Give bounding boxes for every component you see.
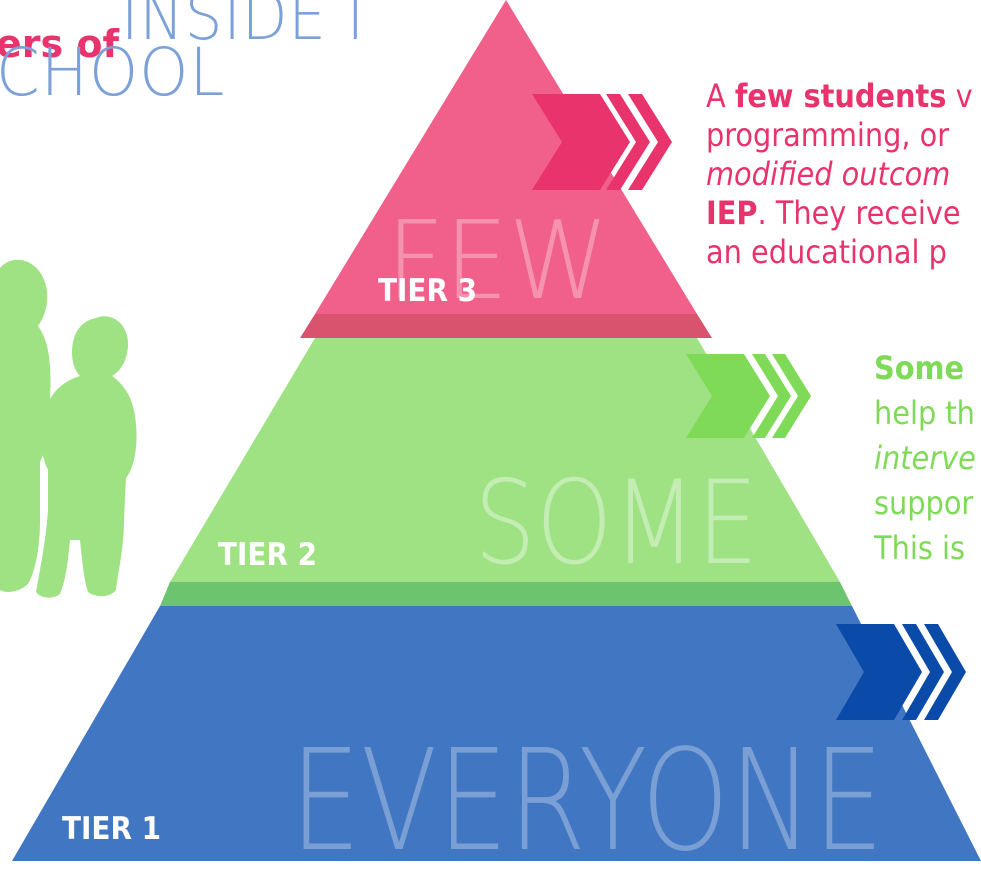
tier-1-word: EVERYONE [290, 720, 884, 883]
tier-3-desc-line-3: modified outcom [706, 155, 951, 193]
title-prefix: ers of [0, 22, 119, 66]
tier-2-desc-line-2: help th [874, 394, 975, 432]
children-silhouette-icon [0, 259, 137, 598]
tier-3-arrow-icon [532, 94, 672, 190]
tier-3-label: TIER 3 [378, 273, 478, 309]
title-line-2: CHOOL [0, 34, 226, 111]
tier-3-desc-line-5: an educational p [706, 233, 947, 271]
tier-3-description: A few students v programming, or modifie… [706, 80, 973, 275]
tier-3-segment [315, 0, 697, 314]
tier-2-arrow-icon [686, 354, 811, 438]
tier-3-desc-line-1: A few students v [706, 77, 973, 115]
tier-3-word: FEW [386, 199, 609, 324]
tier-2-segment [170, 338, 840, 582]
tier-1-segment [12, 606, 981, 861]
rti-pyramid-infographic: ers ofINSIDE I CHOOL [0, 0, 981, 861]
tier-2-description: Some help th interve suppor This is [874, 352, 976, 577]
tier-2-desc-line-4: suppor [874, 484, 974, 522]
tier-3-band [300, 314, 712, 338]
tier-1-label: TIER 1 [62, 811, 162, 847]
tier-2-word: SOME [474, 456, 759, 591]
tier-2-desc-line-5: This is [874, 529, 965, 567]
title-suffix: INSIDE I [121, 0, 366, 55]
tier-3-desc-line-2: programming, or [706, 116, 950, 154]
tier-2-desc-line-3: interve [874, 439, 976, 477]
tier-2-label: TIER 2 [218, 537, 318, 573]
pyramid [12, 0, 981, 861]
tier-3-desc-line-4: IEP. They receive [706, 194, 961, 232]
title-line-1: ers ofINSIDE I [0, 0, 392, 68]
tier-2-desc-line-1: Some [874, 349, 965, 387]
tier-1-arrow-icon [836, 624, 966, 720]
tier-2-band [160, 582, 852, 606]
